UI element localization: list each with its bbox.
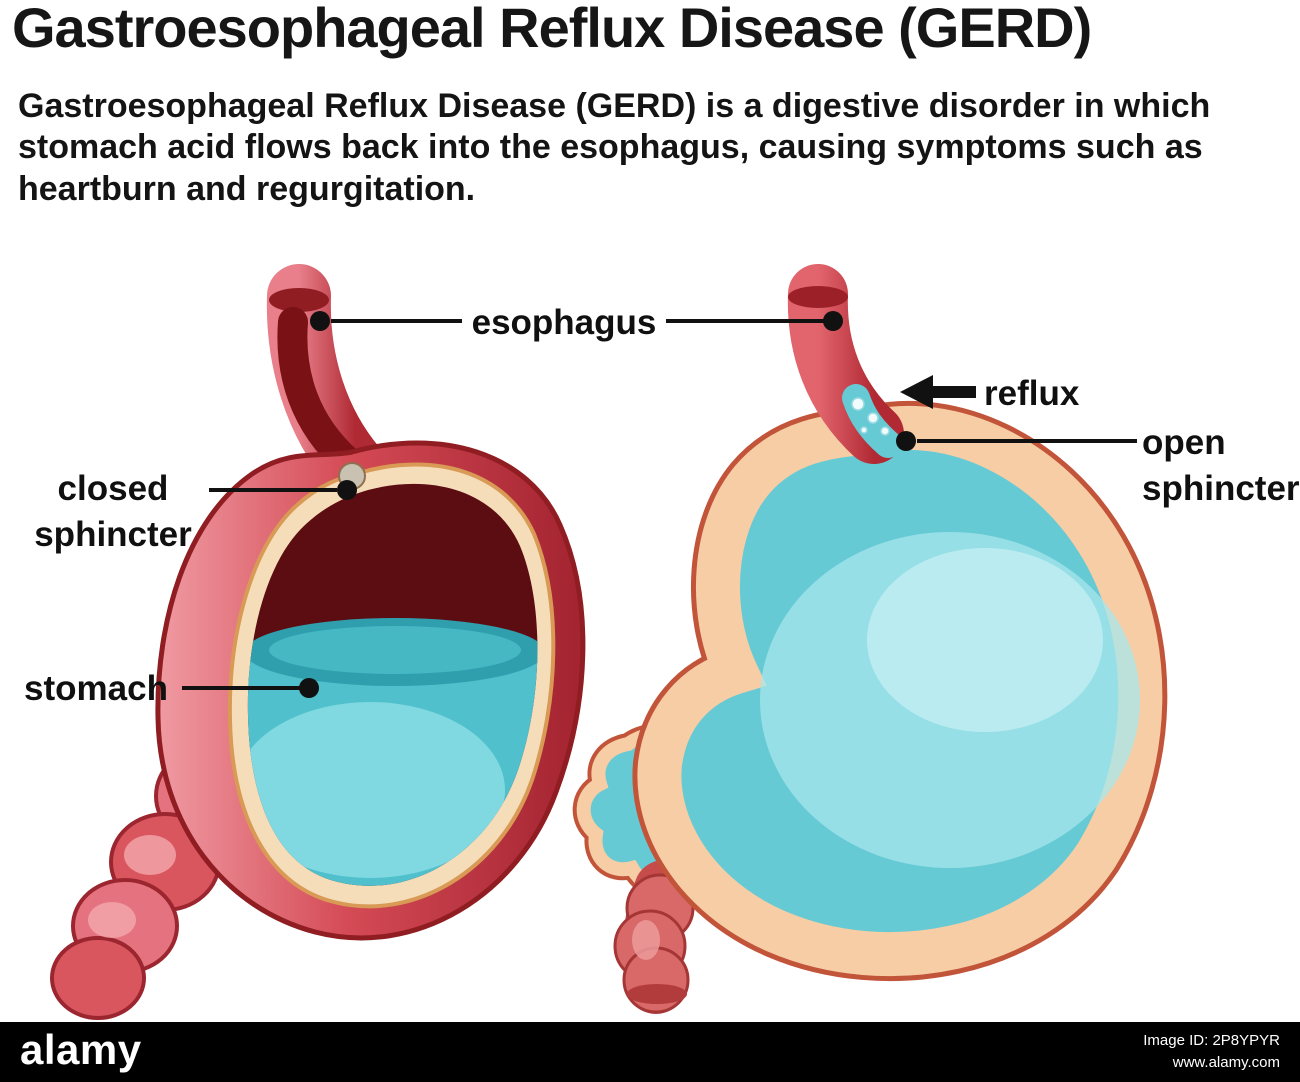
open-sphincter-label: open sphincter: [1142, 423, 1300, 508]
closed-sphincter-label: closed sphincter: [34, 469, 192, 554]
acid-bubbles: [851, 397, 890, 436]
reflux-arrow-icon: [900, 375, 976, 409]
pointer-lines: [182, 319, 1137, 690]
right-stomach-illustration: [572, 264, 1168, 1014]
stomach-label: stomach: [24, 669, 168, 708]
footer-bar: alamy Image ID: 2P8YPYR www.alamy.com: [0, 1022, 1300, 1082]
page-title: Gastroesophageal Reflux Disease (GERD): [12, 0, 1092, 59]
left-stomach-illustration: [50, 264, 586, 1020]
description-text: Gastroesophageal Reflux Disease (GERD) i…: [18, 87, 1211, 208]
footer-meta: Image ID: 2P8YPYR www.alamy.com: [1143, 1030, 1280, 1074]
alamy-logo: alamy: [20, 1026, 142, 1073]
label-dots: [299, 311, 916, 698]
esophagus-label: esophagus: [471, 303, 657, 342]
reflux-label: reflux: [984, 374, 1080, 413]
image-id: Image ID: 2P8YPYR: [1143, 1032, 1280, 1050]
alamy-url: www.alamy.com: [1172, 1054, 1280, 1071]
